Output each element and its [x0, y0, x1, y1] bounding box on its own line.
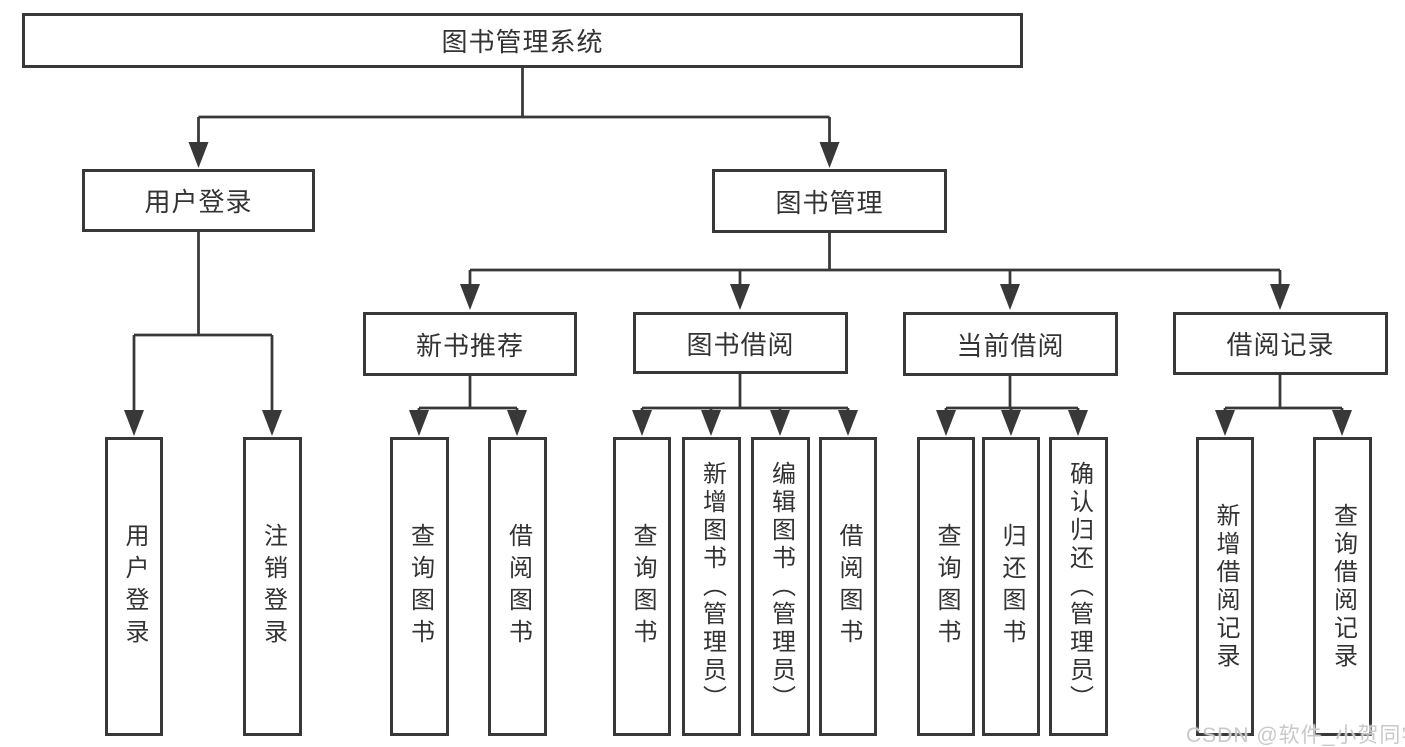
node-book-management: 图书管理 — [712, 169, 947, 233]
leaf-label: 用户登录 — [121, 522, 148, 651]
csdn-watermark: CSDN @软件_小贺同学 — [1186, 724, 1405, 747]
leaf-label: 新增图书（管理员） — [698, 460, 726, 713]
leaf-confirm-return-admin: 确认归还（管理员） — [1049, 437, 1108, 736]
node-user-login: 用户登录 — [82, 169, 315, 232]
leaf-label: 借阅图书 — [504, 522, 532, 651]
leaf-label: 查询借阅记录 — [1329, 502, 1357, 671]
leaf-label: 归还图书 — [998, 522, 1025, 651]
leaf-add-books-admin: 新增图书（管理员） — [682, 437, 741, 736]
node-current-borrowing: 当前借阅 — [903, 312, 1118, 376]
leaf-label: 编辑图书（管理员） — [767, 460, 795, 713]
leaf-logout: 注销登录 — [243, 437, 302, 736]
leaf-label: 新增借阅记录 — [1212, 502, 1239, 671]
leaf-search-books-3: 查询图书 — [917, 437, 975, 736]
leaf-search-books-1: 查询图书 — [390, 437, 449, 736]
node-root: 图书管理系统 — [22, 13, 1023, 68]
leaf-return-books: 归还图书 — [982, 437, 1040, 736]
node-new-book-recommendation: 新书推荐 — [363, 312, 577, 376]
leaf-label: 确认归还（管理员） — [1065, 460, 1093, 713]
leaf-label: 查询图书 — [933, 522, 960, 651]
node-borrow-records: 借阅记录 — [1173, 312, 1388, 375]
leaf-label: 借阅图书 — [835, 522, 862, 651]
leaf-label: 查询图书 — [629, 522, 656, 651]
leaf-label: 注销登录 — [259, 522, 287, 651]
leaf-user-login: 用户登录 — [105, 437, 163, 736]
leaf-search-borrow-record: 查询借阅记录 — [1313, 437, 1372, 736]
node-book-borrowing: 图书借阅 — [633, 312, 848, 374]
leaf-label: 查询图书 — [406, 522, 434, 651]
leaf-borrow-books-2: 借阅图书 — [819, 437, 877, 736]
leaf-add-borrow-record: 新增借阅记录 — [1196, 437, 1254, 736]
leaf-borrow-books-1: 借阅图书 — [488, 437, 547, 736]
leaf-edit-books-admin: 编辑图书（管理员） — [751, 437, 810, 736]
leaf-search-books-2: 查询图书 — [613, 437, 671, 736]
